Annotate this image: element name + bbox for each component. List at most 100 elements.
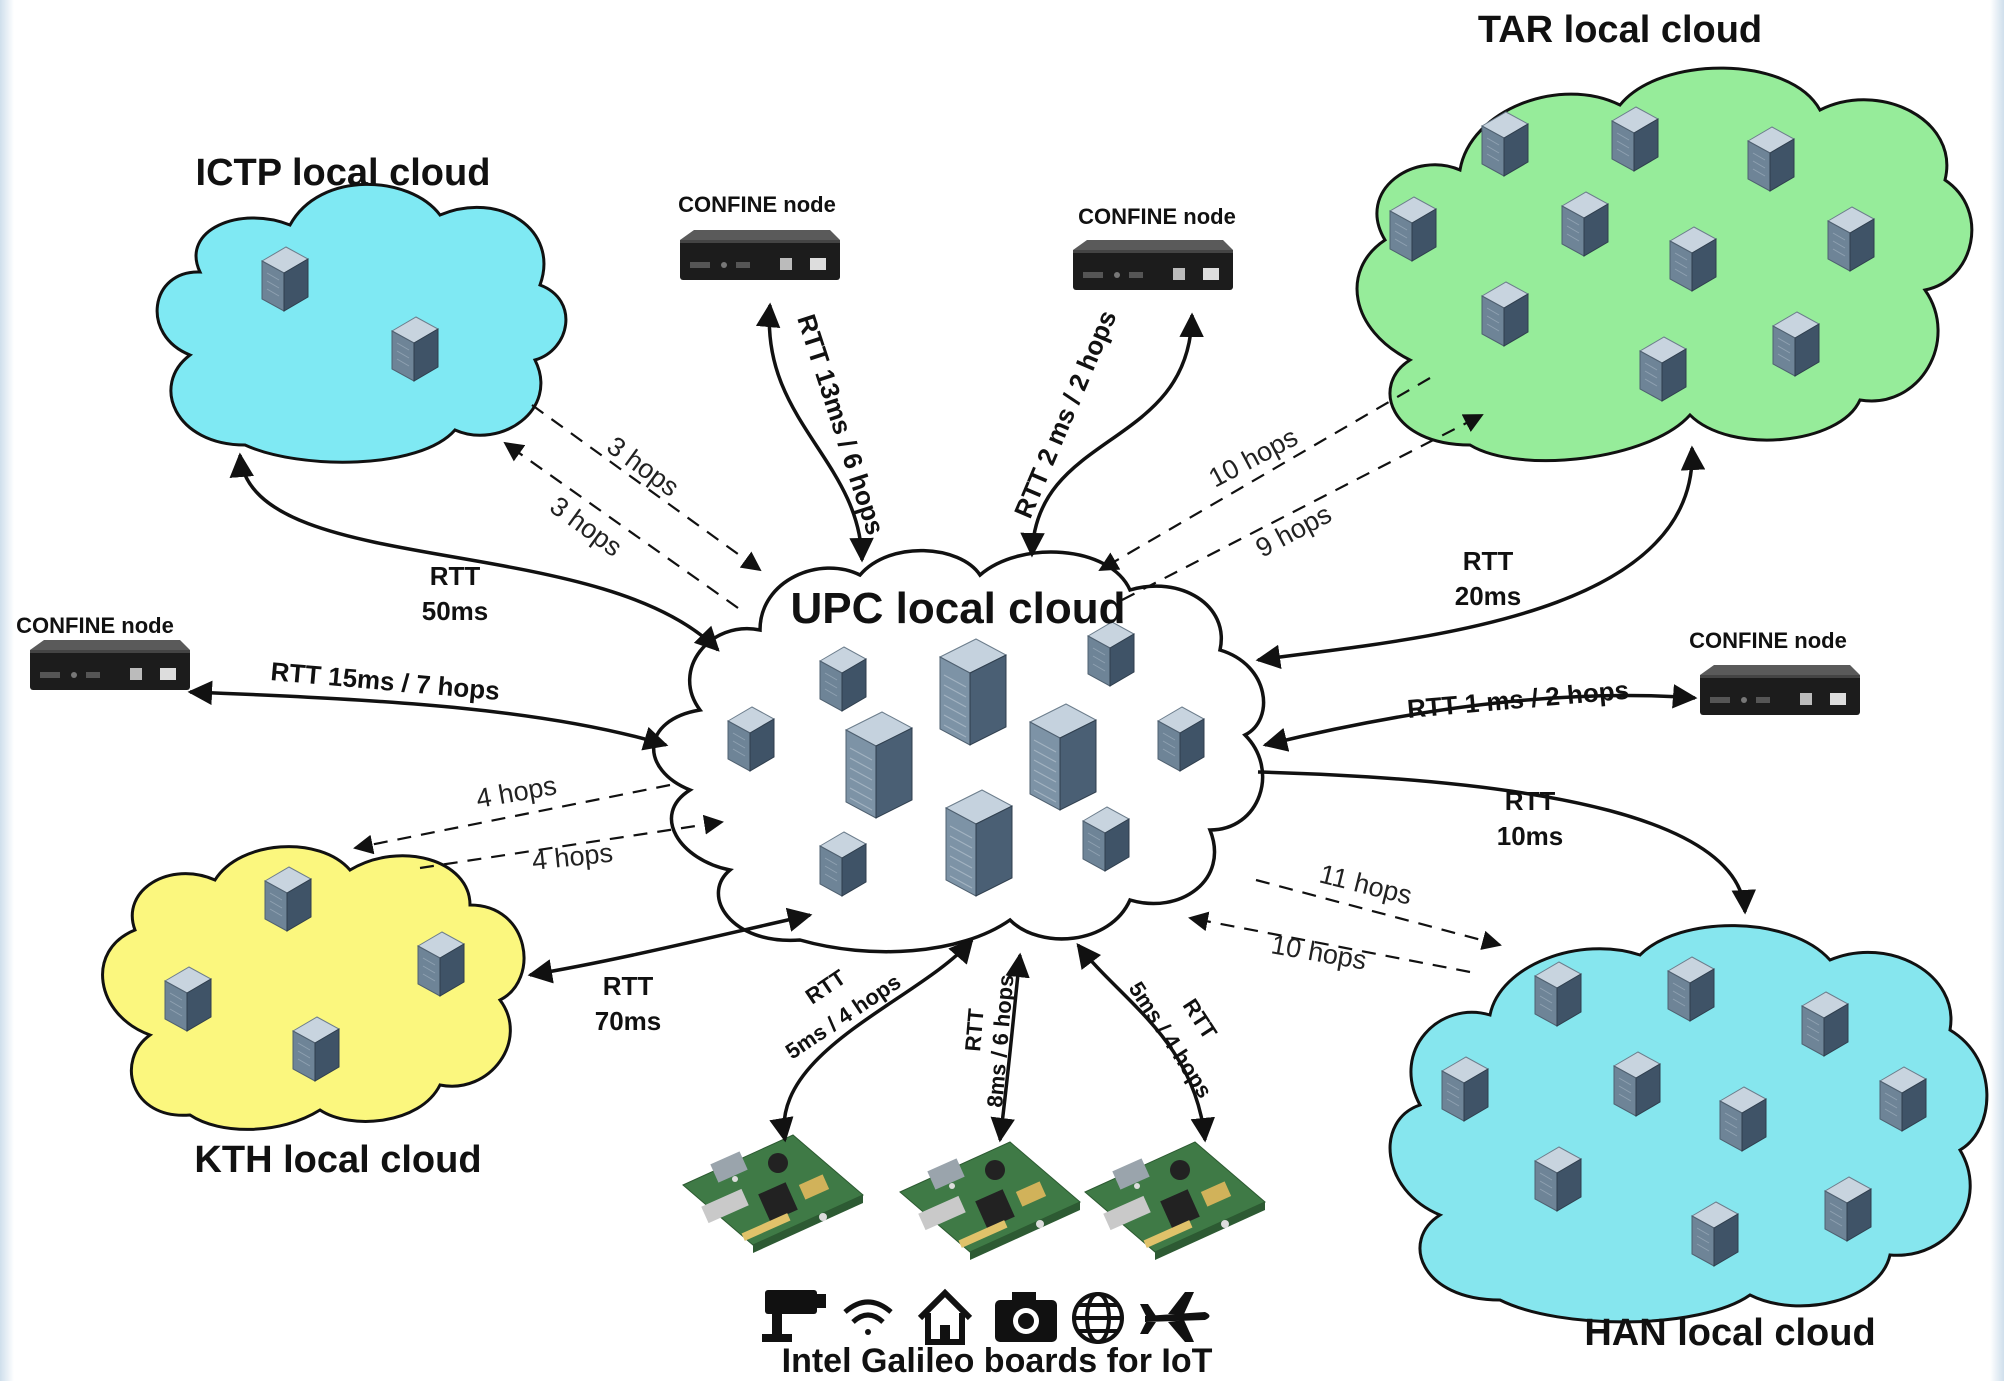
server-icon <box>1481 281 1529 347</box>
server-icon <box>1534 1146 1582 1212</box>
confine-node-top-left-label: CONFINE node <box>678 192 836 217</box>
link-han-upc <box>1257 770 1756 915</box>
hops-kth-upc-out <box>353 783 671 855</box>
server-icon <box>261 246 309 312</box>
server-rack-icon <box>939 638 1007 746</box>
board-2-rtt-label-2: 8ms / 6 hops <box>982 973 1019 1108</box>
link-board-3 <box>1076 943 1215 1143</box>
airplane-icon <box>1140 1292 1210 1342</box>
tar-cloud-shape <box>1355 66 1974 463</box>
hops-han-upc-out <box>1255 878 1502 950</box>
confine-node-left-label: CONFINE node <box>16 613 174 638</box>
server-icon <box>1611 106 1659 172</box>
confine-node-top-left-icon <box>680 230 840 280</box>
link-node-right <box>1262 684 1698 752</box>
link-tar-upc <box>1255 445 1706 670</box>
link-node-top-left <box>755 302 874 563</box>
iot-icons <box>762 1288 1210 1345</box>
node-right-rtt-label: RTT 1 ms / 2 hops <box>1406 675 1630 724</box>
kth-hops-out-label: 4 hops <box>474 770 559 814</box>
server-icon <box>819 646 867 712</box>
server-icon <box>1157 706 1205 772</box>
link-ictp-upc <box>229 452 720 652</box>
server-icon <box>819 831 867 897</box>
server-icon <box>391 316 439 382</box>
kth-hops-in-label: 4 hops <box>530 838 614 876</box>
confine-node-top-right-icon <box>1073 240 1233 290</box>
globe-icon <box>1072 1292 1124 1344</box>
wifi-icon <box>843 1299 893 1335</box>
han-hops-in-label: 10 hops <box>1269 929 1369 975</box>
han-rtt-label-1: RTT <box>1505 786 1556 816</box>
server-icon <box>1441 1056 1489 1122</box>
server-icon <box>1082 806 1130 872</box>
photo-camera-icon <box>995 1292 1057 1342</box>
board-2-rtt-label-1: RTT <box>960 1007 989 1052</box>
ictp-hops-in-label: 3 hops <box>544 491 627 563</box>
galileo-boards-label: Intel Galileo boards for IoT <box>782 1342 1213 1380</box>
hops-tar-upc-out <box>1098 377 1431 571</box>
kth-cloud-title: KTH local cloud <box>194 1139 481 1181</box>
kth-rtt-label-2: 70ms <box>595 1006 662 1036</box>
node-top-left-rtt-label: RTT 13ms / 6 hops <box>791 311 891 539</box>
server-rack-icon <box>945 789 1013 897</box>
kth-cloud-shape <box>101 845 526 1131</box>
galileo-board-1-icon <box>682 1134 864 1254</box>
server-icon <box>1389 196 1437 262</box>
ictp-hops-out-label: 3 hops <box>601 431 684 503</box>
han-hops-out-label: 11 hops <box>1317 859 1416 911</box>
confine-node-right-icon <box>1700 665 1860 715</box>
upc-cloud-title: UPC local cloud <box>791 584 1126 633</box>
server-icon <box>1534 961 1582 1027</box>
server-icon <box>1561 191 1609 257</box>
server-icon <box>1691 1201 1739 1267</box>
server-icon <box>1613 1051 1661 1117</box>
server-icon <box>1667 956 1715 1022</box>
server-icon <box>1639 336 1687 402</box>
link-board-2 <box>990 952 1030 1143</box>
server-icon <box>1481 111 1529 177</box>
link-node-left <box>187 680 669 751</box>
ictp-rtt-label-1: RTT <box>430 561 481 591</box>
node-top-right-rtt-label: RTT 2 ms / 2 hops <box>1008 306 1123 523</box>
link-kth-upc <box>527 907 813 984</box>
server-icon <box>1747 126 1795 192</box>
server-icon <box>1719 1086 1767 1152</box>
link-board-1 <box>769 938 974 1143</box>
hops-tar-upc-in <box>1121 414 1484 601</box>
han-rtt-label-2: 10ms <box>1497 821 1564 851</box>
server-icon <box>1772 311 1820 377</box>
server-icon <box>1801 991 1849 1057</box>
confine-node-left-icon <box>30 640 190 690</box>
server-icon <box>727 706 775 772</box>
hops-kth-upc-in <box>419 814 724 870</box>
confine-node-right-label: CONFINE node <box>1689 628 1847 653</box>
galileo-board-3-icon <box>1084 1141 1266 1261</box>
tar-rtt-label-1: RTT <box>1463 546 1514 576</box>
server-icon <box>417 931 465 997</box>
server-icon <box>264 866 312 932</box>
ictp-cloud-title: ICTP local cloud <box>196 152 491 194</box>
han-cloud-title: HAN local cloud <box>1584 1312 1875 1354</box>
server-icon <box>164 966 212 1032</box>
server-icon <box>1824 1176 1872 1242</box>
hops-ictp-upc-out <box>531 404 762 572</box>
home-icon <box>917 1288 973 1345</box>
tar-hops-in-label: 9 hops <box>1251 499 1337 564</box>
camera-cctv-icon <box>762 1290 826 1342</box>
galileo-board-2-icon <box>899 1141 1081 1261</box>
server-icon <box>1879 1066 1927 1132</box>
server-rack-icon <box>845 711 913 819</box>
tar-rtt-label-2: 20ms <box>1455 581 1522 611</box>
ictp-rtt-label-2: 50ms <box>422 596 489 626</box>
tar-hops-out-label: 10 hops <box>1204 422 1303 494</box>
link-node-top-right <box>1020 312 1204 558</box>
tar-cloud-title: TAR local cloud <box>1478 9 1762 51</box>
server-icon <box>292 1016 340 1082</box>
server-icon <box>1669 226 1717 292</box>
server-rack-icon <box>1029 703 1097 811</box>
ictp-cloud-shape <box>155 182 568 464</box>
kth-rtt-label-1: RTT <box>603 971 654 1001</box>
